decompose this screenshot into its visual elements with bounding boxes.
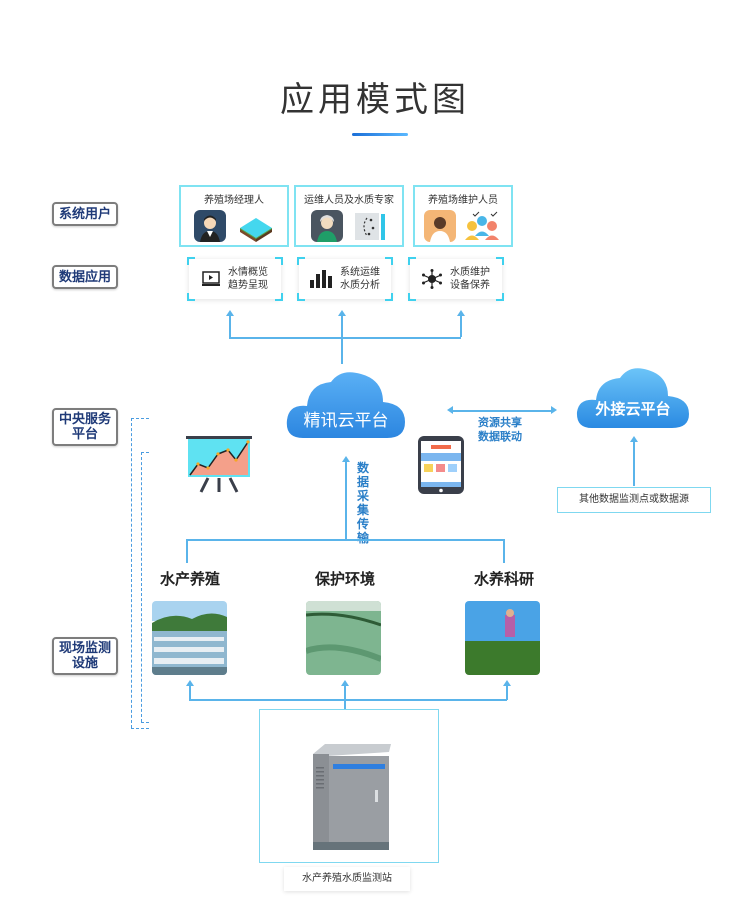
user-card-worker[interactable]: 养殖场维护人员 bbox=[413, 185, 513, 247]
cloud-icon bbox=[576, 368, 689, 428]
worker-avatar-icon bbox=[424, 210, 456, 242]
pond-land-icon bbox=[240, 218, 272, 242]
link-label-line2: 数据联动 bbox=[478, 430, 522, 443]
label-field-facilities: 现场监测 设施 bbox=[52, 637, 118, 675]
expert-avatar-icon bbox=[311, 210, 343, 242]
connector-external bbox=[633, 440, 635, 486]
link-arrow bbox=[452, 410, 552, 412]
arrow-left-icon bbox=[447, 406, 453, 414]
user-card-expert[interactable]: 运维人员及水质专家 bbox=[294, 185, 404, 247]
other-sources-box: 其他数据监测点或数据源 bbox=[557, 487, 711, 513]
connector-drop bbox=[186, 539, 188, 563]
app-line2: 设备保养 bbox=[450, 280, 490, 291]
tablet-icon bbox=[418, 436, 464, 494]
app-card-analysis[interactable]: 系统运维 水质分析 bbox=[297, 257, 393, 301]
connector-collect bbox=[345, 460, 347, 540]
label-data-apps: 数据应用 bbox=[52, 265, 118, 289]
user-label: 养殖场维护人员 bbox=[428, 195, 498, 206]
site-label-environment: 保护环境 bbox=[314, 570, 375, 588]
video-monitor-icon bbox=[202, 271, 220, 286]
title-underline bbox=[352, 133, 408, 136]
monitoring-cabinet-icon bbox=[313, 744, 391, 850]
manager-avatar-icon bbox=[194, 210, 226, 242]
connector-drop bbox=[503, 539, 505, 563]
user-label: 养殖场经理人 bbox=[204, 195, 264, 206]
cloud-external[interactable]: 外接云平台 bbox=[574, 364, 692, 432]
link-label-line1: 资源共享 bbox=[478, 416, 522, 429]
app-card-maintenance[interactable]: 水质维护 设备保养 bbox=[408, 257, 504, 301]
cloud-icon bbox=[286, 372, 405, 438]
bar-chart-icon bbox=[310, 270, 332, 288]
page-title: 应用模式图 bbox=[280, 80, 470, 120]
cloud-external-label: 外接云平台 bbox=[595, 400, 671, 418]
cloud-main[interactable]: 精讯云平台 bbox=[283, 368, 409, 442]
site-label-research: 水养科研 bbox=[473, 570, 534, 588]
station-box[interactable] bbox=[259, 709, 439, 863]
app-line1: 水情概览 bbox=[228, 267, 268, 278]
link-label: 资源共享 数据联动 bbox=[478, 416, 522, 444]
blueprint-icon bbox=[355, 213, 385, 240]
arrow-right-icon bbox=[551, 406, 557, 414]
app-line1: 系统运维 bbox=[340, 267, 380, 278]
app-card-overview[interactable]: 水情概览 趋势呈现 bbox=[187, 257, 283, 301]
environment-photo[interactable] bbox=[306, 601, 381, 675]
app-line2: 趋势呈现 bbox=[228, 280, 268, 291]
network-node-icon bbox=[422, 269, 442, 289]
station-label: 水产养殖水质监测站 bbox=[284, 867, 410, 891]
app-line2: 水质分析 bbox=[340, 280, 380, 291]
cloud-main-label: 精讯云平台 bbox=[303, 411, 389, 431]
user-card-manager[interactable]: 养殖场经理人 bbox=[179, 185, 289, 247]
user-label: 运维人员及水质专家 bbox=[304, 195, 394, 206]
team-icon bbox=[465, 211, 499, 240]
presentation-chart-icon bbox=[186, 436, 252, 493]
label-system-users: 系统用户 bbox=[52, 202, 118, 226]
research-photo[interactable] bbox=[465, 601, 540, 675]
collect-label: 数据采集传输 bbox=[357, 461, 370, 545]
label-central-platform: 中央服务 平台 bbox=[52, 408, 118, 446]
connector-sites-top bbox=[186, 539, 504, 541]
app-line1: 水质维护 bbox=[450, 267, 490, 278]
site-label-aquaculture: 水产养殖 bbox=[159, 570, 220, 588]
arrow-up-icon bbox=[341, 456, 350, 462]
aquaculture-photo[interactable] bbox=[152, 601, 227, 675]
arrow-up-icon bbox=[629, 436, 638, 442]
